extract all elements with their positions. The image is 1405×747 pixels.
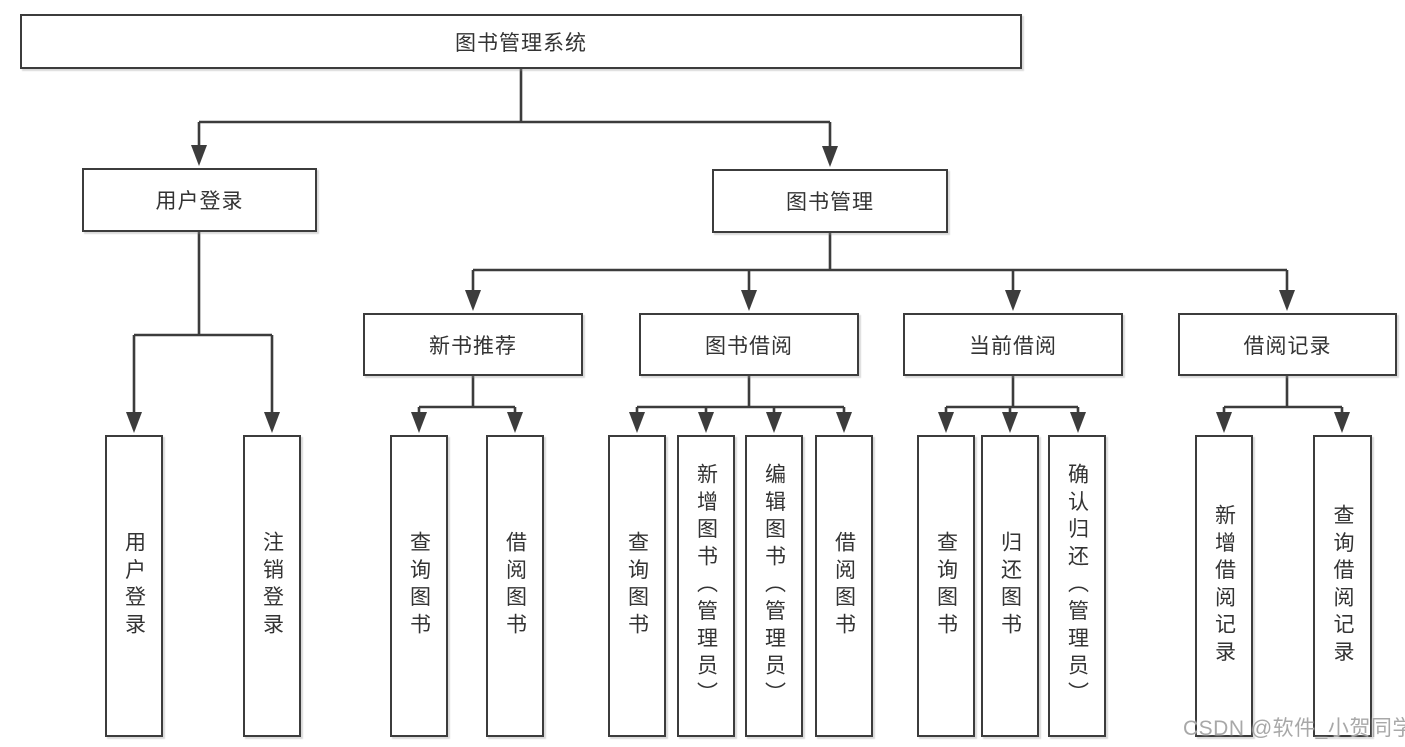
leaf-user-login: 用户登录 — [105, 435, 163, 737]
node-label: 查询图书 — [407, 531, 431, 641]
node-label: 借阅图书 — [503, 531, 527, 641]
leaf-borrow-books-2: 借阅图书 — [815, 435, 873, 737]
connector-root-to-level2 — [191, 69, 838, 167]
node-new-book-recommend: 新书推荐 — [363, 313, 583, 376]
arrowhead — [629, 412, 645, 433]
node-label: 图书管理 — [786, 191, 874, 214]
arrowhead — [1005, 290, 1021, 311]
node-label: 借阅记录 — [1243, 334, 1332, 358]
node-label: 查询图书 — [625, 531, 649, 641]
connector-line — [132, 232, 274, 414]
leaf-query-books-2: 查询图书 — [608, 435, 666, 737]
connector-current-borrow-children — [938, 376, 1086, 433]
arrowhead — [1334, 412, 1350, 433]
arrowhead — [411, 412, 427, 433]
node-label: 新增借阅记录 — [1212, 504, 1236, 668]
connector-new-book-children — [411, 376, 523, 433]
arrowhead — [938, 412, 954, 433]
node-label: 确认归还（管理员） — [1065, 463, 1089, 709]
connector-book-borrow-children — [629, 376, 852, 433]
leaf-add-book-admin: 新增图书（管理员） — [677, 435, 735, 737]
connector-line — [471, 233, 1289, 292]
leaf-add-borrow-record: 新增借阅记录 — [1195, 435, 1253, 737]
arrowhead — [1279, 290, 1295, 311]
arrowhead — [191, 145, 207, 166]
connector-line — [635, 376, 846, 413]
node-label: 查询图书 — [934, 531, 958, 641]
node-label: 新增图书（管理员） — [694, 463, 718, 709]
node-label: 查询借阅记录 — [1331, 504, 1354, 668]
arrowhead — [1070, 412, 1086, 433]
arrowhead — [698, 412, 714, 433]
node-user-login: 用户登录 — [82, 168, 317, 232]
connector-borrow-record-children — [1216, 376, 1350, 433]
node-book-management: 图书管理 — [712, 169, 948, 233]
node-current-borrow: 当前借阅 — [903, 313, 1123, 376]
leaf-query-books-1: 查询图书 — [390, 435, 448, 737]
leaf-return-book: 归还图书 — [981, 435, 1039, 737]
connector-line — [417, 376, 517, 413]
node-label: 图书借阅 — [705, 334, 793, 358]
connector-line — [944, 376, 1080, 413]
leaf-query-books-3: 查询图书 — [917, 435, 975, 737]
arrowhead — [822, 146, 838, 167]
node-label: 借阅图书 — [832, 531, 856, 641]
leaf-confirm-return-admin: 确认归还（管理员） — [1048, 435, 1106, 737]
arrowhead — [836, 412, 852, 433]
node-label: 当前借阅 — [969, 334, 1057, 358]
arrowhead — [465, 290, 481, 311]
node-root-system: 图书管理系统 — [20, 14, 1022, 69]
connector-user-login-children — [126, 232, 280, 433]
node-label: 图书管理系统 — [455, 31, 587, 55]
leaf-edit-book-admin: 编辑图书（管理员） — [745, 435, 803, 737]
node-borrow-record: 借阅记录 — [1178, 313, 1397, 376]
leaf-borrow-books-1: 借阅图书 — [486, 435, 544, 737]
arrowhead — [126, 412, 142, 433]
arrowhead — [264, 412, 280, 433]
node-label: 编辑图书（管理员） — [762, 463, 786, 709]
node-book-borrow: 图书借阅 — [639, 313, 859, 376]
csdn-watermark: CSDN @软件_小贺同学 — [1183, 717, 1405, 740]
arrowhead — [507, 412, 523, 433]
leaf-logout: 注销登录 — [243, 435, 301, 737]
connector-book-management-children — [465, 233, 1295, 311]
arrowhead — [1216, 412, 1232, 433]
node-label: 用户登录 — [122, 531, 146, 641]
connector-line — [1222, 376, 1344, 413]
node-label: 用户登录 — [155, 190, 244, 213]
leaf-query-borrow-record: 查询借阅记录 — [1313, 435, 1372, 737]
arrowhead — [741, 290, 757, 311]
arrowhead — [766, 412, 782, 433]
arrowhead — [1002, 412, 1018, 433]
node-label: 新书推荐 — [429, 334, 517, 358]
node-label: 注销登录 — [260, 531, 284, 641]
connector-line — [197, 69, 832, 148]
node-label: 归还图书 — [998, 531, 1022, 641]
